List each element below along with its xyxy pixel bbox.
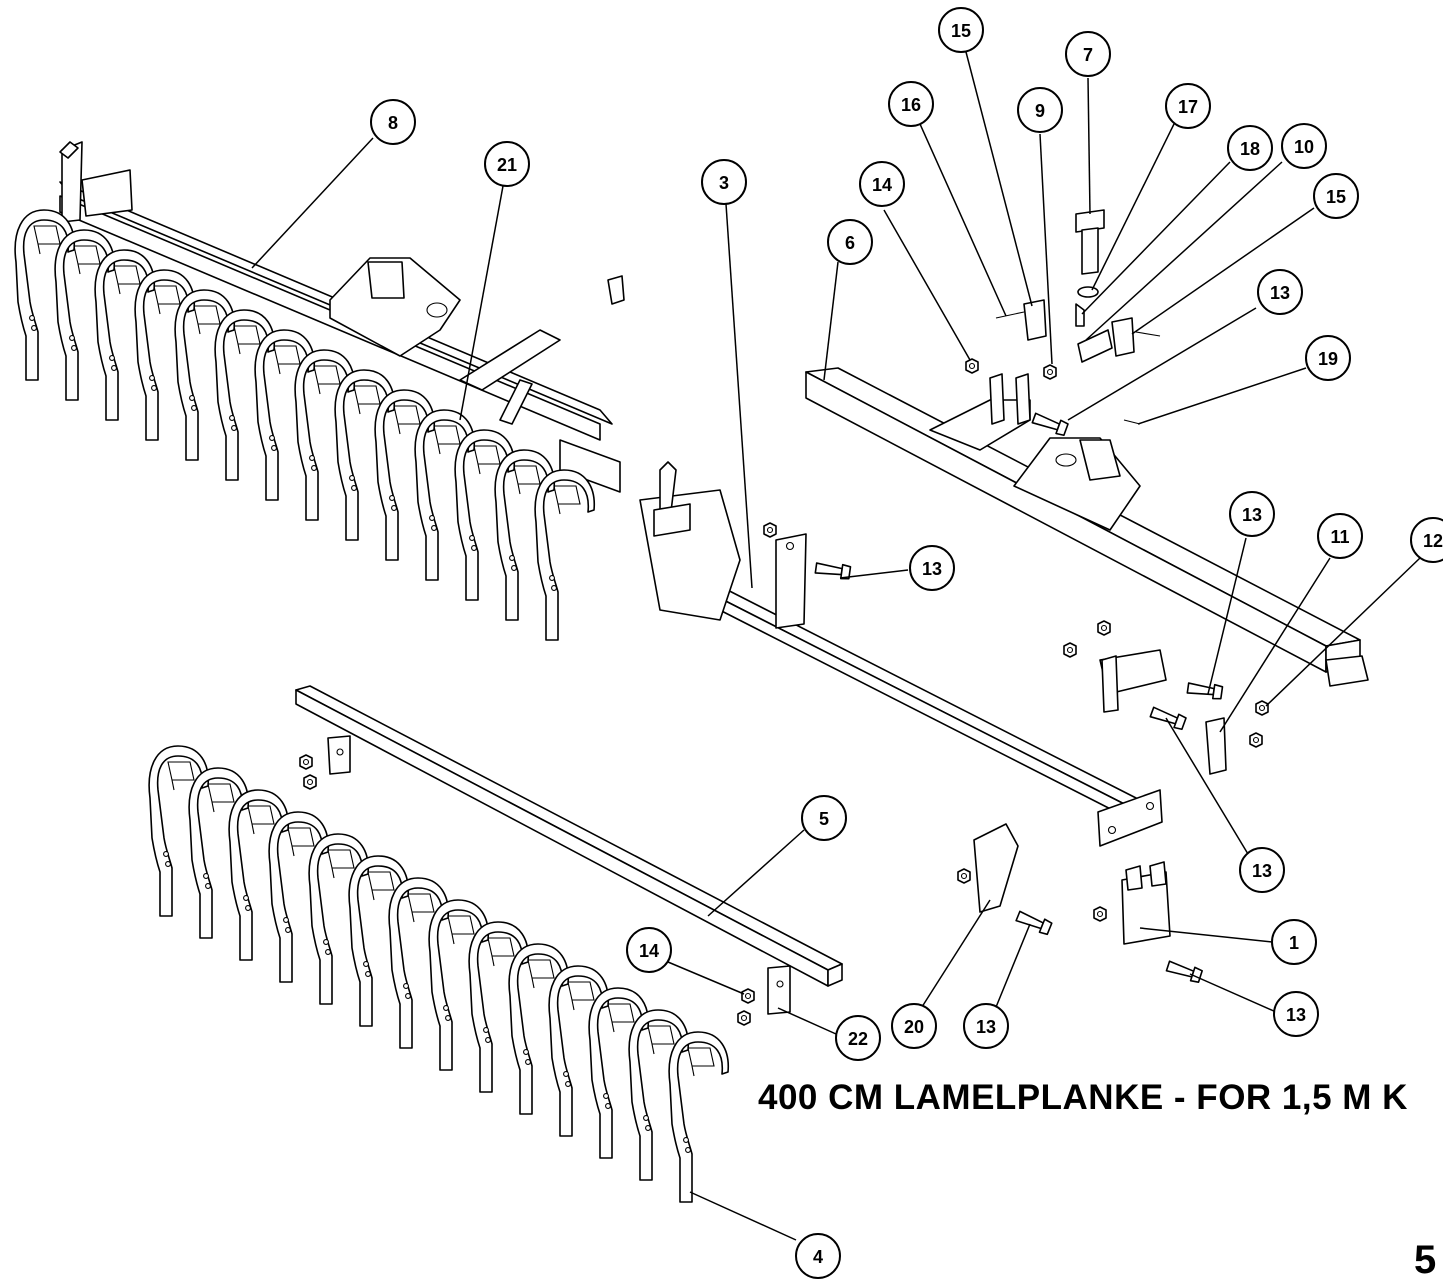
part-13-bolt-c xyxy=(1186,680,1224,701)
callout-6: 6 xyxy=(827,219,873,265)
callout-1: 1 xyxy=(1271,919,1317,965)
callout-13-bottom-right: 13 xyxy=(1273,991,1319,1037)
part-14-nut-top xyxy=(965,358,979,374)
callout-8: 8 xyxy=(370,99,416,145)
svg-text:22: 22 xyxy=(848,1029,868,1049)
svg-text:8: 8 xyxy=(388,113,398,133)
svg-text:9: 9 xyxy=(1035,101,1045,121)
callout-19: 19 xyxy=(1305,335,1351,381)
callout-17: 17 xyxy=(1165,83,1211,129)
part-13-bolt-f xyxy=(1165,958,1204,984)
part-13-bolt-a xyxy=(1030,410,1070,438)
callout-13-middle-left: 13 xyxy=(909,545,955,591)
part-3-middle-bar xyxy=(639,461,1163,847)
svg-text:14: 14 xyxy=(639,941,659,961)
svg-text:11: 11 xyxy=(1330,527,1349,547)
svg-text:13: 13 xyxy=(1242,505,1262,525)
callout-9: 9 xyxy=(1017,87,1063,133)
svg-text:1: 1 xyxy=(1289,933,1299,953)
svg-text:4: 4 xyxy=(813,1247,823,1267)
callout-16: 16 xyxy=(888,81,934,127)
svg-text:10: 10 xyxy=(1294,137,1314,157)
part-20-plate xyxy=(973,823,1019,913)
callout-15-right: 15 xyxy=(1313,173,1359,219)
svg-text:18: 18 xyxy=(1240,139,1260,159)
callout-21: 21 xyxy=(484,141,530,187)
part-18-pin xyxy=(1075,303,1085,327)
svg-text:19: 19 xyxy=(1318,349,1338,369)
callout-11: 11 xyxy=(1317,513,1363,559)
part-15-clevis-right xyxy=(1111,317,1135,357)
callout-20: 20 xyxy=(891,1003,937,1049)
svg-text:14: 14 xyxy=(872,175,892,195)
svg-text:15: 15 xyxy=(1326,187,1346,207)
callout-7: 7 xyxy=(1065,31,1111,77)
part-11-plate xyxy=(1205,717,1227,775)
callout-13-bottom-center: 13 xyxy=(963,1003,1009,1049)
callout-5: 5 xyxy=(801,795,847,841)
part-16-pin xyxy=(995,311,1025,319)
callout-18: 18 xyxy=(1227,125,1273,171)
leader-lines xyxy=(251,51,1421,1241)
callout-13-middle-right: 13 xyxy=(1229,491,1275,537)
callout-3: 3 xyxy=(701,159,747,205)
hardware-small-parts xyxy=(299,209,1269,1026)
svg-text:16: 16 xyxy=(901,95,921,115)
part-17-washer xyxy=(1077,286,1099,298)
callout-13-top: 13 xyxy=(1257,269,1303,315)
part-15-clevis xyxy=(1023,299,1047,341)
part-13-bolt-d xyxy=(1148,704,1188,732)
callout-15-top: 15 xyxy=(938,7,984,53)
part-5-lower-beam xyxy=(295,685,843,1015)
svg-text:21: 21 xyxy=(497,155,517,175)
svg-text:13: 13 xyxy=(1252,861,1272,881)
svg-text:13: 13 xyxy=(922,559,942,579)
page-number: 5 xyxy=(1414,1238,1437,1282)
part-9-nut xyxy=(1043,364,1057,380)
part-4-tine-row xyxy=(148,745,730,1203)
part-19-spring-pin xyxy=(1123,419,1141,425)
svg-text:20: 20 xyxy=(904,1017,924,1037)
callout-13-lower-right: 13 xyxy=(1239,847,1285,893)
svg-text:13: 13 xyxy=(1286,1005,1306,1025)
svg-text:13: 13 xyxy=(1270,283,1290,303)
svg-text:13: 13 xyxy=(976,1017,996,1037)
svg-text:3: 3 xyxy=(719,173,729,193)
part-13-bolt-e xyxy=(1014,908,1053,937)
part-14-nut-bottom xyxy=(741,988,755,1004)
part-6-main-beam xyxy=(805,367,1369,687)
callout-14-top: 14 xyxy=(859,161,905,207)
callout-22: 22 xyxy=(835,1015,881,1061)
callout-4: 4 xyxy=(795,1233,841,1279)
callout-12: 12 xyxy=(1410,517,1443,563)
part-7-pin xyxy=(1075,209,1105,233)
callout-10: 10 xyxy=(1281,123,1327,169)
svg-text:15: 15 xyxy=(951,21,971,41)
part-12-nut xyxy=(1255,700,1269,716)
svg-text:6: 6 xyxy=(845,233,855,253)
svg-text:7: 7 xyxy=(1083,45,1093,65)
part-10-pivot-pin xyxy=(1077,329,1113,363)
diagram-title: 400 CM LAMELPLANKE - FOR 1,5 M K xyxy=(758,1078,1408,1117)
part-8-tine-rake-assembly xyxy=(14,141,625,641)
svg-text:17: 17 xyxy=(1178,97,1198,117)
svg-text:12: 12 xyxy=(1423,531,1443,551)
svg-text:5: 5 xyxy=(819,809,829,829)
callout-14-bottom: 14 xyxy=(626,927,672,973)
